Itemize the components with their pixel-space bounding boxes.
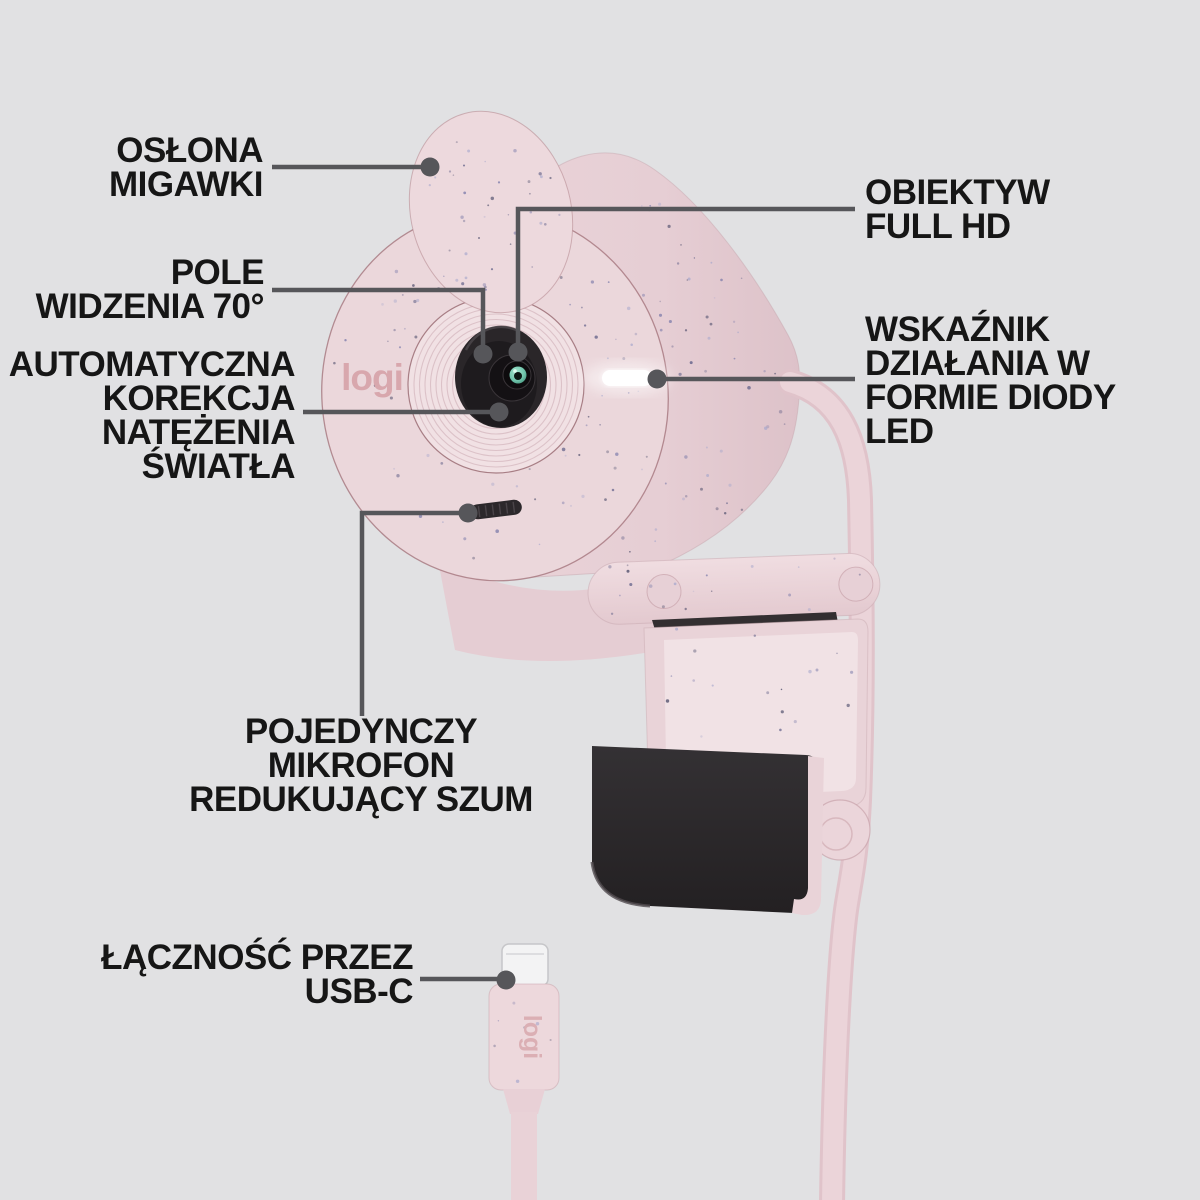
label-line: NATĘŻENIA (101, 413, 296, 452)
privacy-shutter (408, 110, 574, 314)
label-line: ŚWIATŁA (141, 447, 296, 486)
grip-pad (592, 746, 820, 914)
label-line: FORMIE DIODY (865, 378, 1116, 417)
dot-fov (473, 344, 493, 364)
bracket-hook (792, 756, 824, 916)
label-line: WIDZENIA 70° (35, 287, 265, 326)
callout-fov-label: POLE WIDZENIA 70° (35, 253, 265, 326)
label-line: KOREKCJA (102, 379, 296, 418)
label-line: USB-C (304, 972, 414, 1011)
logi-logo: logi (341, 357, 403, 398)
dot-led (647, 369, 667, 389)
label-line: MIKROFON (267, 746, 455, 785)
label-line: WSKAŹNIK (865, 310, 1050, 349)
label-line: OSŁONA (116, 131, 263, 170)
led-indicator (583, 361, 671, 395)
leader-dots (420, 157, 667, 990)
label-line: AUTOMATYCZNA (8, 345, 296, 384)
label-line: FULL HD (865, 207, 1011, 246)
callout-lens-label: OBIEKTYW FULL HD (865, 173, 1050, 246)
label-line: DZIAŁANIA W (865, 344, 1090, 383)
logi-logo-plug: logi (518, 1015, 546, 1059)
microphone-slot (470, 499, 522, 520)
dot-usb (496, 970, 516, 990)
label-line: OBIEKTYW (865, 173, 1050, 212)
dot-lens (508, 342, 528, 362)
label-line: MIGAWKI (109, 165, 263, 204)
strain-relief (503, 1089, 545, 1114)
dot-auto-light (489, 402, 509, 422)
hinge-cap-left (646, 574, 682, 610)
dot-mic (458, 503, 478, 523)
callout-shutter-label: OSŁONA MIGAWKI (109, 131, 263, 204)
callout-mic-label: POJEDYNCZY MIKROFON REDUKUJĄCY SZUM (181, 712, 541, 819)
dot-shutter (420, 157, 440, 177)
mount-top-bar (587, 552, 881, 625)
label-line: LED (865, 412, 934, 451)
usb-c-connector: logi (488, 943, 560, 1200)
hinge-neck (438, 560, 662, 661)
leader-lens (515, 206, 855, 350)
label-line: POLE (170, 253, 265, 292)
leader-fov (272, 287, 486, 352)
leader-mic (359, 510, 468, 716)
mount-clip (587, 552, 881, 916)
callout-led-label: WSKAŹNIK DZIAŁANIA W FORMIE DIODY LED (865, 310, 1116, 451)
leader-lines (272, 164, 855, 982)
mount-gap (652, 612, 838, 630)
callout-usb-label: ŁĄCZNOŚĆ PRZEZ USB-C (101, 938, 414, 1011)
label-line: POJEDYNCZY (244, 712, 478, 751)
callout-auto-light-label: AUTOMATYCZNA KOREKCJA NATĘŻENIA ŚWIATŁA (8, 345, 296, 486)
label-line: REDUKUJĄCY SZUM (189, 780, 533, 819)
hinge-cap-right (838, 566, 874, 602)
label-line: ŁĄCZNOŚĆ PRZEZ (101, 938, 413, 977)
